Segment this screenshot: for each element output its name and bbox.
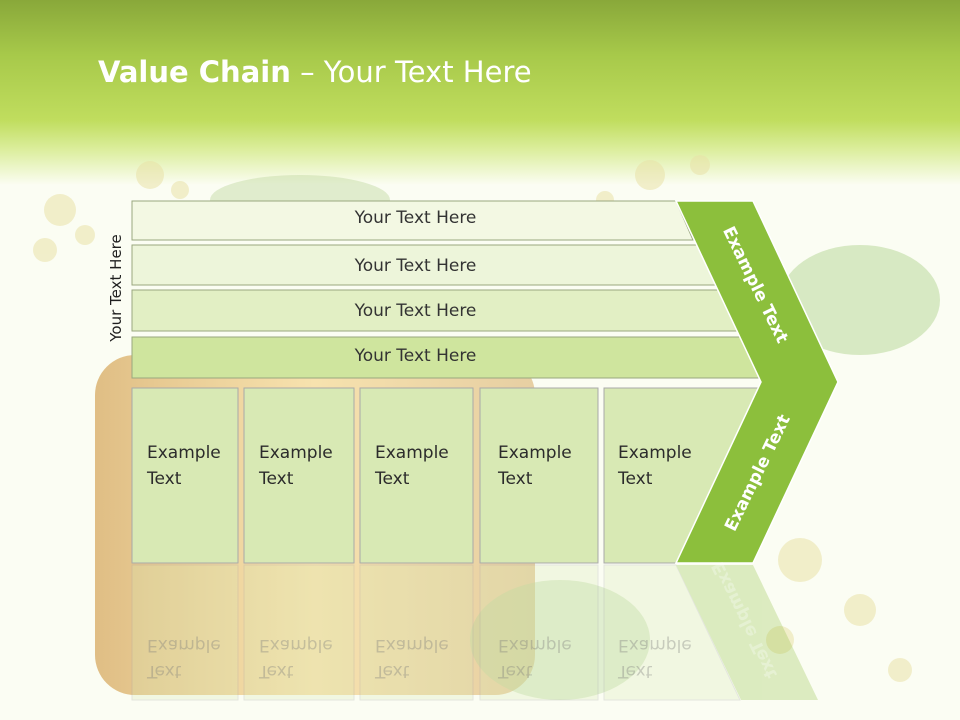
chain-box-4: [479, 387, 599, 564]
title-rest: – Your Text Here: [290, 55, 532, 89]
chain-box-2: [243, 387, 355, 564]
side-label: Your Text Here: [107, 234, 125, 342]
row-label-2: Your Text Here: [354, 256, 477, 276]
chevron-arrow: [674, 200, 839, 564]
row-label-3: Your Text Here: [354, 301, 477, 321]
page-title: Value Chain – Your Text Here: [98, 55, 532, 89]
row-label-4: Your Text Here: [354, 346, 477, 366]
chain-box-1: [131, 387, 239, 564]
title-bold: Value Chain: [98, 55, 291, 89]
chain-box-3: [359, 387, 474, 564]
row-bar-1: [131, 200, 694, 241]
title-bar: [0, 0, 960, 185]
row-label-1: Your Text Here: [354, 208, 477, 228]
